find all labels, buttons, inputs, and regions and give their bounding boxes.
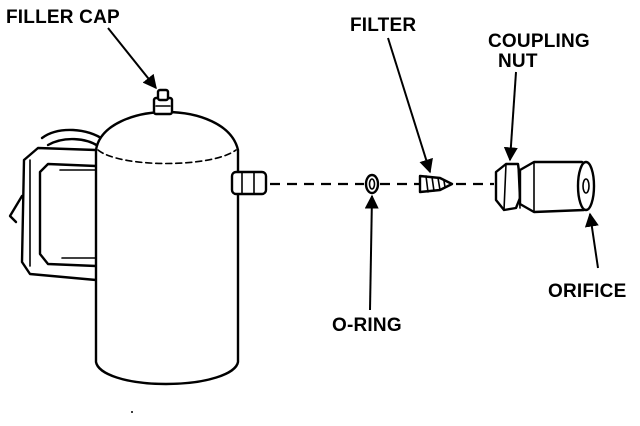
coupling-nut-label-line1: COUPLING [488, 31, 590, 52]
o-ring [364, 173, 380, 195]
o-ring-leader [364, 194, 379, 311]
filler-cap [152, 88, 174, 116]
orifice-leader [584, 212, 599, 269]
orifice [518, 160, 596, 214]
filler-cap-leader [107, 27, 157, 90]
o-ring-label: O-RING [332, 315, 402, 336]
canister [8, 88, 268, 386]
filter-label: FILTER [350, 15, 417, 36]
coupling-nut [494, 162, 522, 212]
coupling-nut-leader [503, 71, 518, 162]
filter-leader [387, 37, 433, 174]
filter [418, 174, 454, 194]
orifice-label: ORIFICE [548, 281, 627, 302]
canister-handle [8, 128, 106, 282]
outlet-fitting [230, 170, 268, 196]
coupling-nut-label-line2: NUT [498, 51, 538, 72]
scan-speck [131, 411, 133, 413]
filler-cap-label: FILLER CAP [6, 7, 120, 28]
